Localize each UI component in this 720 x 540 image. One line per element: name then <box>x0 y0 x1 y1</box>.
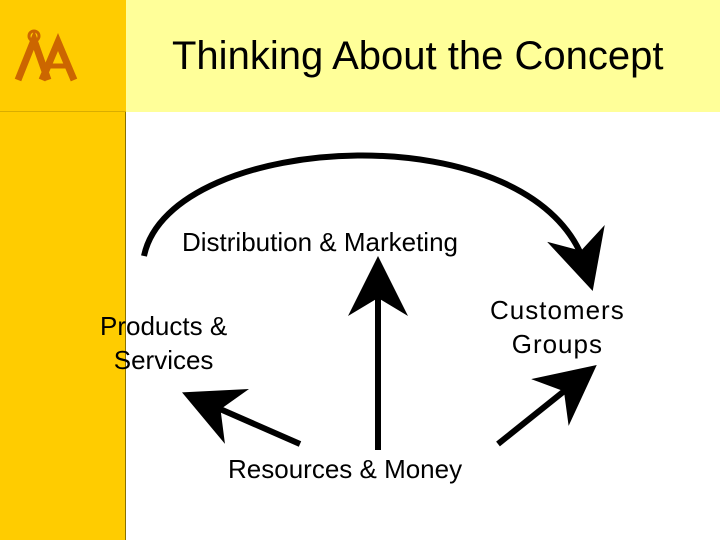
customers-groups-label: Customers Groups <box>490 294 625 362</box>
customers-line-1: Customers <box>490 295 625 325</box>
customers-line-2: Groups <box>511 328 603 359</box>
left-arrow <box>182 388 302 447</box>
page-title: Thinking About the Concept <box>172 34 664 78</box>
products-services-label: Products & Services <box>100 310 227 378</box>
right-arrow <box>496 365 597 447</box>
sidebar-top <box>0 0 126 112</box>
products-line-1: Products & <box>100 311 228 341</box>
top-arc-arrow <box>141 152 605 292</box>
distribution-marketing-label: Distribution & Marketing <box>182 227 458 257</box>
resources-money-label: Resources & Money <box>228 454 463 484</box>
products-line-2: Services <box>113 344 214 375</box>
lambda-alpha-logo-icon <box>14 29 78 82</box>
sidebar <box>0 0 126 540</box>
